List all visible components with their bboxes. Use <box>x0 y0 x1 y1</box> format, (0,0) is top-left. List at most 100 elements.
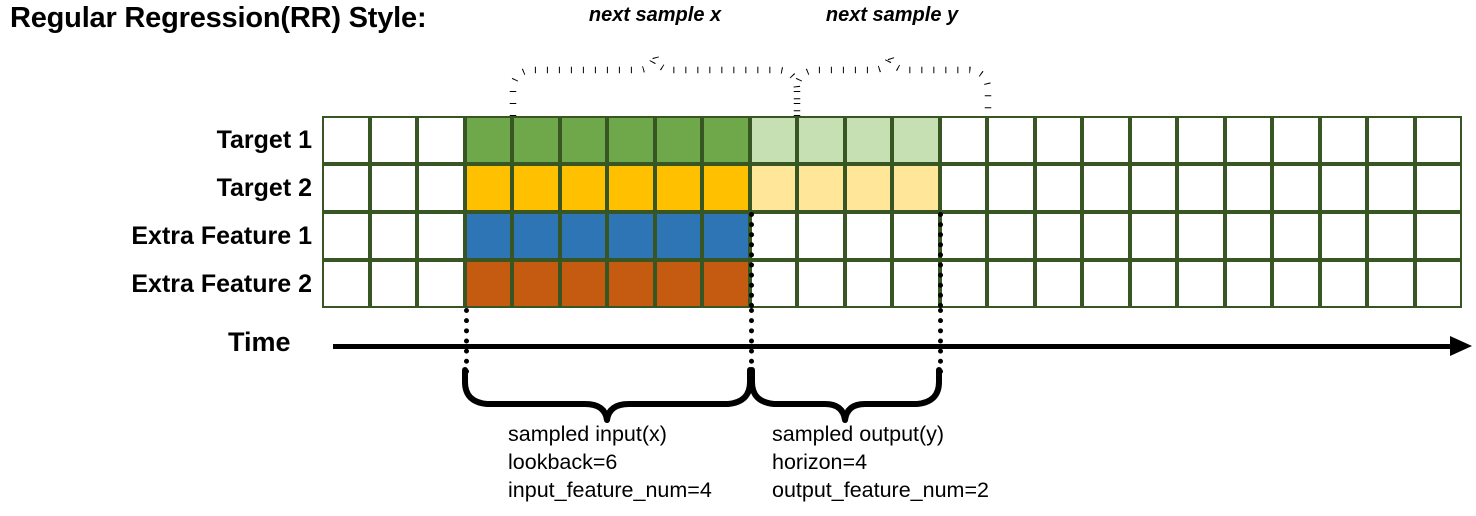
caption-output-line-3: output_feature_num=2 <box>772 478 989 502</box>
grid-cell-input <box>702 260 750 308</box>
caption-output-line-1: sampled output(y) <box>772 422 945 446</box>
grid-cell-empty <box>322 164 370 212</box>
grid-cell-input <box>654 116 702 164</box>
grid-cell-empty <box>1082 164 1130 212</box>
grid-cell-empty <box>1129 212 1177 260</box>
grid-cell-empty <box>1272 164 1320 212</box>
brace-sampled-output <box>749 367 942 423</box>
grid-cell-empty <box>1129 164 1177 212</box>
grid-cell-empty <box>417 116 465 164</box>
grid-cell-empty <box>939 116 987 164</box>
grid-cell-empty <box>1272 212 1320 260</box>
grid-cell-input <box>607 164 655 212</box>
grid-cell-input <box>464 116 512 164</box>
grid-cell-empty <box>1272 260 1320 308</box>
grid-cell-empty <box>987 116 1035 164</box>
grid-cell-empty <box>417 212 465 260</box>
grid-cell-empty <box>939 212 987 260</box>
grid-cell-input <box>702 116 750 164</box>
grid-cell-empty <box>369 260 417 308</box>
caption-sampled-output: sampled output(y) horizon=4 output_featu… <box>772 420 989 504</box>
grid-cell-empty <box>1367 212 1415 260</box>
grid-cell-empty <box>987 164 1035 212</box>
grid-cell-empty <box>987 260 1035 308</box>
row-label-target-2: Target 2 <box>216 174 312 202</box>
grid-cell-input <box>607 260 655 308</box>
time-axis-arrowhead-icon <box>1450 336 1472 356</box>
grid-cell-empty <box>1367 260 1415 308</box>
guide-line-grid-input-end <box>749 212 754 308</box>
grid-cell-output <box>749 116 797 164</box>
brace-sampled-input <box>462 367 753 423</box>
row-label-column: Target 1 Target 2 Extra Feature 1 Extra … <box>0 116 312 308</box>
grid-cell-empty <box>1034 212 1082 260</box>
grid-cell-empty <box>322 116 370 164</box>
caption-input-line-2: lookback=6 <box>508 450 618 474</box>
grid-cell-empty <box>1319 260 1367 308</box>
grid-cell-empty <box>1319 164 1367 212</box>
grid-cell-output <box>892 116 940 164</box>
dotted-brace-next-sample-x <box>509 53 801 116</box>
grid-cell-empty <box>369 212 417 260</box>
grid-cell-empty <box>1319 212 1367 260</box>
grid-cell-empty <box>1414 212 1462 260</box>
grid-cell-empty <box>369 164 417 212</box>
next-sample-x-label: next sample x <box>588 4 722 26</box>
grid-cell-empty <box>1319 116 1367 164</box>
grid-cell-empty <box>1367 164 1415 212</box>
time-axis-line <box>333 344 1461 349</box>
grid-cell-empty <box>1082 260 1130 308</box>
grid-cell-empty <box>1177 260 1225 308</box>
grid-cell-empty <box>1129 116 1177 164</box>
grid-cell-empty <box>1414 116 1462 164</box>
grid-cell-output <box>797 164 845 212</box>
grid-cell-input <box>512 212 560 260</box>
caption-output-line-2: horizon=4 <box>772 450 868 474</box>
grid-cell-empty <box>1224 164 1272 212</box>
grid-cell-input <box>559 164 607 212</box>
grid-cell-output <box>844 164 892 212</box>
grid-cell-empty <box>1034 260 1082 308</box>
grid-cell-empty <box>322 260 370 308</box>
grid-cell-empty <box>1034 164 1082 212</box>
grid-cell-empty <box>749 260 797 308</box>
page-title: Regular Regression(RR) Style: <box>10 2 427 34</box>
grid-cell-empty <box>987 212 1035 260</box>
grid-cell-empty <box>1224 260 1272 308</box>
grid-cell-empty <box>844 260 892 308</box>
grid-cell-empty <box>1129 260 1177 308</box>
row-label-target-1: Target 1 <box>216 126 312 154</box>
grid-cell-empty <box>797 260 845 308</box>
time-axis-label: Time <box>228 327 291 357</box>
dotted-brace-next-sample-y <box>793 53 992 116</box>
grid-cell-input <box>607 212 655 260</box>
grid-cell-empty <box>1224 212 1272 260</box>
grid-cell-empty <box>844 212 892 260</box>
guide-line-output-end <box>938 308 943 374</box>
grid-cell-input <box>654 164 702 212</box>
grid-cell-empty <box>892 212 940 260</box>
grid-cell-output <box>797 116 845 164</box>
grid-cell-empty <box>1224 116 1272 164</box>
grid-cell-input <box>512 116 560 164</box>
caption-sampled-input: sampled input(x) lookback=6 input_featur… <box>508 420 712 504</box>
grid-cell-output <box>844 116 892 164</box>
grid-cell-input <box>464 164 512 212</box>
guide-line-grid-output-end <box>938 212 943 308</box>
grid-cell-input <box>464 260 512 308</box>
grid-cell-empty <box>939 260 987 308</box>
grid-cell-empty <box>1414 164 1462 212</box>
grid-cell-empty <box>939 164 987 212</box>
grid-cell-input <box>512 164 560 212</box>
timeseries-grid <box>322 116 1462 308</box>
grid-cell-empty <box>1082 116 1130 164</box>
grid-cell-empty <box>1177 212 1225 260</box>
grid-cell-input <box>559 212 607 260</box>
grid-cell-input <box>464 212 512 260</box>
next-sample-y-label: next sample y <box>825 4 959 26</box>
grid-cell-empty <box>797 212 845 260</box>
grid-cell-empty <box>1414 260 1462 308</box>
grid-cell-input <box>702 164 750 212</box>
caption-input-line-3: input_feature_num=4 <box>508 478 712 502</box>
